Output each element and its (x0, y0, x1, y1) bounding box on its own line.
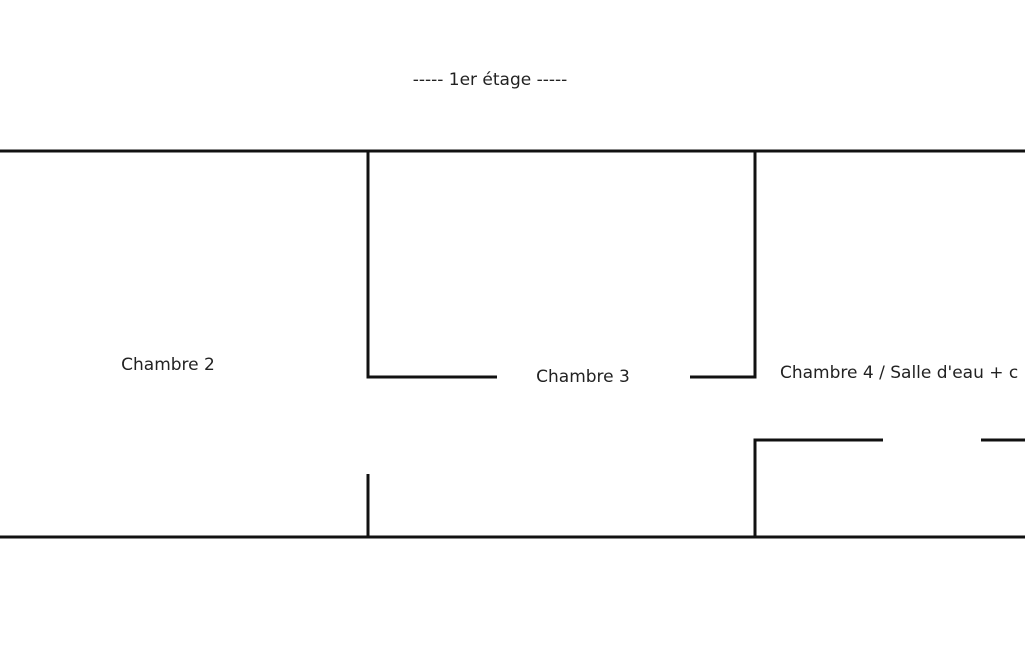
room-label-chambre-2: Chambre 2 (121, 355, 215, 375)
room-label-chambre-4: Chambre 4 / Salle d'eau + c (780, 363, 1018, 383)
room-label-chambre-3: Chambre 3 (536, 367, 630, 387)
floor-title: ----- 1er étage ----- (413, 70, 568, 90)
